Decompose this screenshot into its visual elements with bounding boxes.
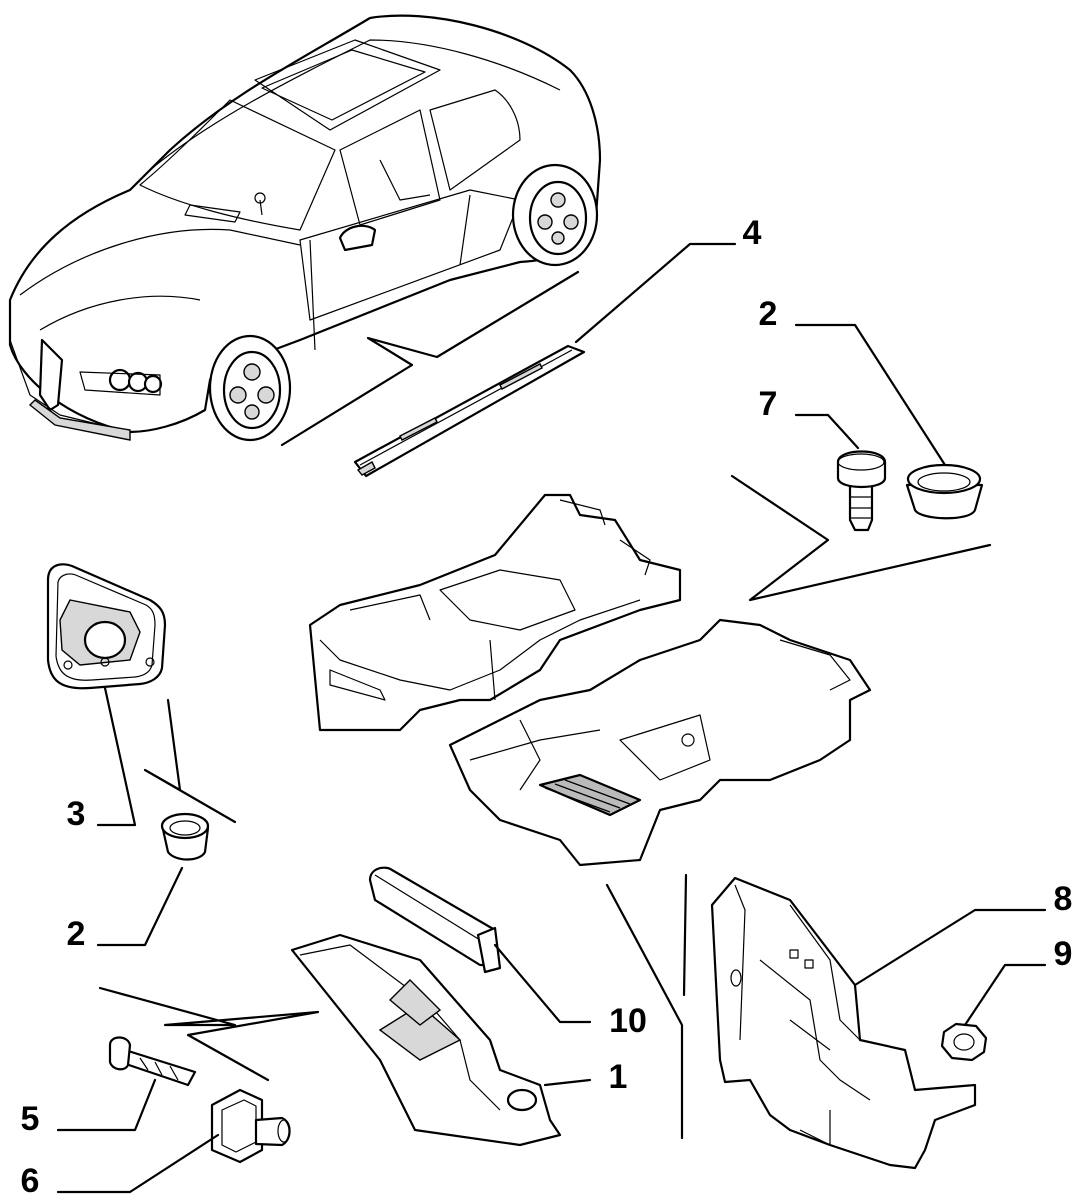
callout-4: 4 — [743, 214, 762, 252]
callout-6: 6 — [21, 1162, 40, 1196]
callout-8: 8 — [1054, 880, 1073, 918]
car-illustration — [8, 14, 602, 442]
callout-2-top: 2 — [759, 295, 778, 333]
callout-2-bottom: 2 — [67, 915, 86, 953]
leader-3-gasket — [143, 698, 237, 824]
callout-5: 5 — [21, 1100, 40, 1138]
leader-5 — [56, 1078, 157, 1132]
hex-nut — [940, 1022, 988, 1062]
leader-2-top — [794, 323, 947, 467]
callout-7: 7 — [759, 385, 778, 423]
push-clip — [836, 450, 887, 532]
grommet-top — [905, 463, 984, 520]
leader-car-sill — [280, 270, 580, 447]
leader-4 — [574, 242, 737, 344]
leader-10 — [493, 943, 592, 1024]
leader-mats — [730, 474, 992, 602]
leader-center — [605, 873, 688, 1140]
callout-9: 9 — [1054, 935, 1073, 973]
callout-1: 1 — [609, 1058, 628, 1096]
callout-10: 10 — [609, 1002, 647, 1040]
clip-nut — [210, 1088, 291, 1164]
leader-1 — [543, 1078, 592, 1087]
leader-2-bottom — [96, 866, 184, 947]
grommet-bottom — [160, 812, 210, 861]
leader-8 — [853, 908, 1047, 987]
callout-3: 3 — [67, 795, 86, 833]
leader-3 — [96, 686, 137, 827]
leader-5-6 — [98, 986, 320, 1082]
floor-carpet-rear — [308, 493, 682, 732]
bracket-plate — [710, 876, 977, 1170]
edge-trim — [368, 866, 502, 974]
leader-9 — [963, 963, 1047, 1027]
footrest-panel — [290, 933, 562, 1147]
leader-6 — [56, 1133, 220, 1194]
floor-carpet-front — [448, 618, 872, 867]
bolt-screw — [108, 1036, 197, 1087]
leader-7 — [794, 413, 860, 450]
sill-strip — [353, 344, 586, 478]
gasket-plate — [46, 563, 167, 690]
